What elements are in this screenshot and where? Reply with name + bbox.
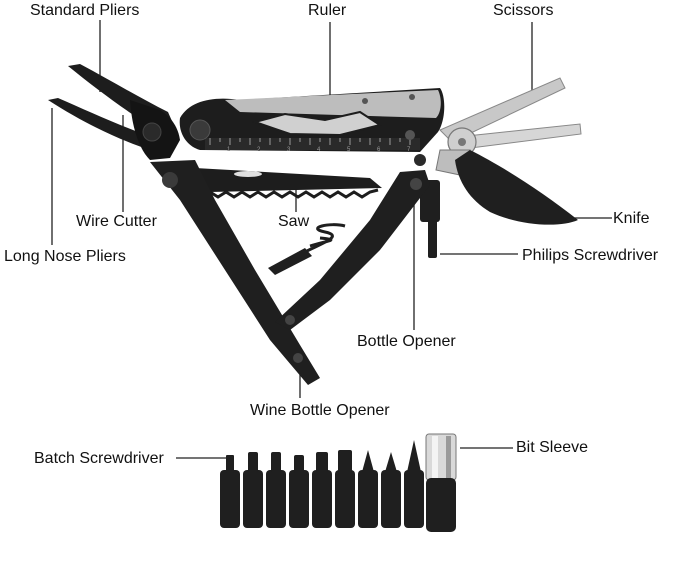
bit-tip	[226, 455, 234, 473]
saw-blade	[195, 168, 382, 199]
bit	[404, 470, 424, 528]
label-bit-sleeve: Bit Sleeve	[516, 439, 589, 456]
wine-bottle-opener	[268, 223, 346, 275]
lower-handle-left	[150, 160, 320, 385]
lower-handle-right	[275, 170, 430, 330]
bit-tip	[407, 440, 421, 472]
bit-sleeve	[425, 433, 457, 532]
bit-tip	[271, 452, 281, 472]
bit	[289, 470, 309, 528]
bit-set	[220, 433, 457, 532]
ruler-handle: 1 2 3 4 5 6 7	[179, 88, 445, 166]
label-standard-pliers: Standard Pliers	[30, 2, 140, 19]
label-long-nose-pliers: Long Nose Pliers	[4, 248, 126, 265]
ruler-mark: 1	[227, 147, 231, 153]
bit-tip	[385, 452, 397, 472]
ruler-mark: 3	[287, 147, 291, 153]
bit	[358, 470, 378, 528]
pliers-jaws	[48, 64, 180, 160]
label-batch-screwdriver: Batch Screwdriver	[34, 450, 164, 467]
bit	[335, 470, 355, 528]
label-philips-screwdriver: Philips Screwdriver	[522, 247, 659, 264]
ruler-mark: 7	[407, 147, 411, 153]
bit	[266, 470, 286, 528]
label-bottle-opener: Bottle Opener	[357, 333, 456, 350]
label-wire-cutter: Wire Cutter	[76, 213, 157, 230]
ruler-mark: 5	[347, 147, 351, 153]
label-ruler: Ruler	[308, 2, 347, 19]
bit-tip	[362, 450, 374, 472]
ruler-mark: 4	[317, 147, 321, 153]
bit	[220, 470, 240, 528]
bit	[312, 470, 332, 528]
ruler-mark: 2	[257, 147, 261, 153]
label-wine-bottle-opener: Wine Bottle Opener	[250, 402, 390, 419]
ruler-mark: 6	[377, 147, 381, 153]
bit-tip	[248, 452, 258, 472]
knife-blade	[455, 150, 578, 225]
label-knife: Knife	[613, 210, 650, 227]
bit	[243, 470, 263, 528]
bit-tip	[316, 452, 328, 472]
label-saw: Saw	[278, 213, 310, 230]
bit-tip	[294, 455, 304, 473]
bit-tip	[338, 450, 352, 472]
label-scissors: Scissors	[493, 2, 554, 19]
bit	[381, 470, 401, 528]
